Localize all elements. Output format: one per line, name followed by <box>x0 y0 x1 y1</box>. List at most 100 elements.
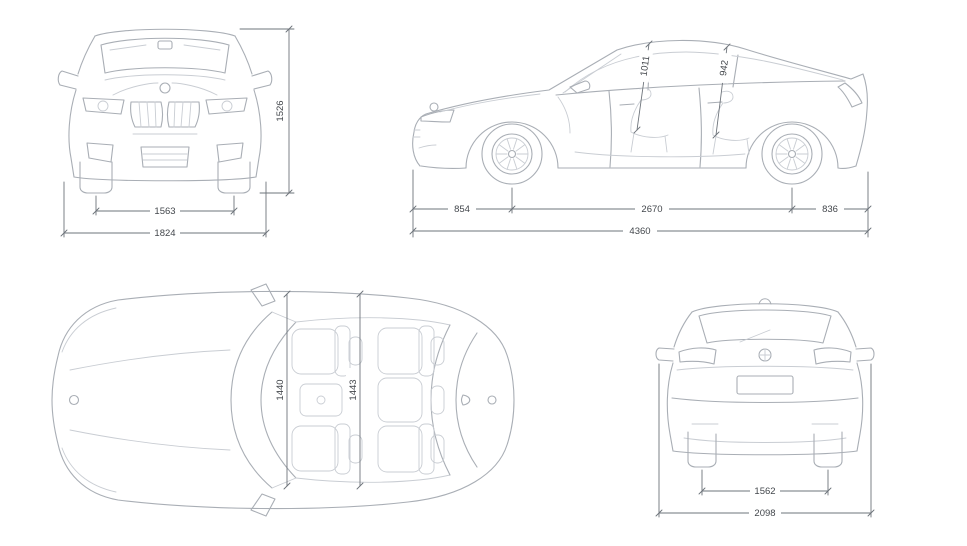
rear-seat-right-backrest <box>418 423 435 475</box>
rear-track-ticks <box>698 487 832 495</box>
side-taillight <box>837 82 863 108</box>
side-c-pillar <box>732 54 739 88</box>
front-wheel-rim <box>491 133 533 175</box>
front-headlight-right-lens <box>221 100 233 112</box>
rear-bumper-bottom <box>672 450 858 456</box>
dim-width-incl-mirrors-label: 2098 <box>754 508 775 519</box>
rear-seat-center-headrest <box>430 385 445 415</box>
rear-body-side-left <box>666 362 674 452</box>
front-side-intake-left <box>86 142 114 163</box>
top-windshield-base <box>230 311 273 489</box>
front-roundel-logo <box>159 82 171 94</box>
rear-wheel-tire <box>761 123 823 185</box>
dim-overall-width-label: 1824 <box>154 228 175 239</box>
top-mirror-right <box>250 493 276 517</box>
rear-tire-left <box>687 431 717 468</box>
side-front-seat <box>630 87 669 153</box>
top-rear-roundel-logo <box>487 395 497 405</box>
side-front-bumper-bottom <box>420 165 467 169</box>
front-grille-slats-left <box>138 101 157 128</box>
top-front-roundel-logo <box>68 394 80 406</box>
mirror-width-extension-lines <box>658 363 872 518</box>
front-headlight-left <box>82 97 125 115</box>
front-seat-right-cushion <box>291 425 339 472</box>
front-tire-left <box>79 161 113 194</box>
front-seat-left-cushion <box>291 328 339 375</box>
label-bg <box>150 227 180 238</box>
rear-interior-height-ticks <box>712 43 731 139</box>
rear-seat-left-backrest <box>418 325 435 377</box>
label-bg <box>635 203 669 214</box>
rear-license-plate <box>736 375 794 395</box>
side-roundel-logo <box>429 102 439 112</box>
rear-seat-left-cushion <box>377 327 423 375</box>
front-roof <box>94 28 236 37</box>
rear-bumper-crease <box>671 397 859 404</box>
front-grille-slats-right <box>173 101 192 128</box>
dim-rear-track-label: 1562 <box>754 486 775 497</box>
rear-taillight-left <box>678 347 717 365</box>
label-bg <box>715 52 732 84</box>
top-front-fender-lines <box>61 307 117 493</box>
overall-length-ticks <box>409 227 872 235</box>
rear-view-dimensions: 1562 2098 <box>655 363 875 519</box>
side-front-grille-lines <box>412 129 421 138</box>
dim-overall-height-label: 1526 <box>275 100 286 121</box>
rear-mirror-right <box>855 347 875 362</box>
top-view-dimensions: 1440 1443 <box>273 290 364 490</box>
top-roof-side-edges <box>295 317 451 483</box>
side-rear-seat <box>712 90 750 155</box>
label-bg <box>816 203 844 214</box>
rear-shark-fin-antenna <box>758 298 772 305</box>
rear-upper-side-right <box>837 311 857 348</box>
rear-upper-side-left <box>673 311 693 348</box>
rear-interior-width-ticks <box>356 290 364 490</box>
dim-wheelbase-label: 2670 <box>641 204 662 215</box>
front-headlight-left-lens <box>97 100 109 112</box>
rear-tire-right <box>813 431 843 468</box>
side-a-pillar <box>562 53 622 94</box>
front-wheel-spokes <box>495 138 529 170</box>
front-center-intake <box>140 146 190 168</box>
label-bg <box>273 368 286 412</box>
front-side-intake-right <box>216 142 244 163</box>
front-hood-creases <box>112 82 218 96</box>
overhang-wheelbase-ticks <box>409 205 872 213</box>
dim-text: 942 <box>718 60 731 77</box>
height-end-ticks <box>285 25 293 197</box>
rear-view <box>655 298 875 468</box>
front-cowl-line <box>104 74 226 81</box>
side-rear-wheel-arch <box>745 121 839 169</box>
front-wheel-tire <box>481 123 543 185</box>
rear-wiper <box>739 329 771 343</box>
front-sun-visors <box>109 44 221 51</box>
width-end-ticks <box>60 229 270 237</box>
dim-front-overhang-label: 854 <box>454 204 470 215</box>
front-seat-right-backrest <box>334 423 351 475</box>
gear-shifter <box>316 395 326 405</box>
label-bg <box>635 49 654 83</box>
top-body-outline <box>51 290 515 510</box>
dim-front-interior-height-label: 1011 <box>635 49 654 83</box>
side-beltline <box>555 80 846 96</box>
front-a-pillar-left <box>77 35 96 75</box>
front-mirror-left <box>57 70 79 90</box>
front-interior-width-ticks <box>283 290 291 490</box>
rear-roof <box>691 303 839 313</box>
length-extension-lines <box>412 169 869 238</box>
side-view <box>412 39 868 185</box>
rear-body-side-right <box>856 362 864 452</box>
top-view <box>51 283 515 517</box>
dim-rear-overhang-label: 836 <box>822 204 838 215</box>
side-fog-lamp-line <box>418 144 437 149</box>
side-body-silhouette <box>412 39 868 167</box>
rear-wheel-rim <box>771 133 813 175</box>
width-extension-lines <box>63 181 267 238</box>
top-hood-creases <box>69 349 231 451</box>
mirror-width-ticks <box>655 509 875 517</box>
side-dashboard <box>557 96 571 134</box>
front-tire-right <box>217 161 251 194</box>
top-tailgate-line <box>455 332 478 468</box>
